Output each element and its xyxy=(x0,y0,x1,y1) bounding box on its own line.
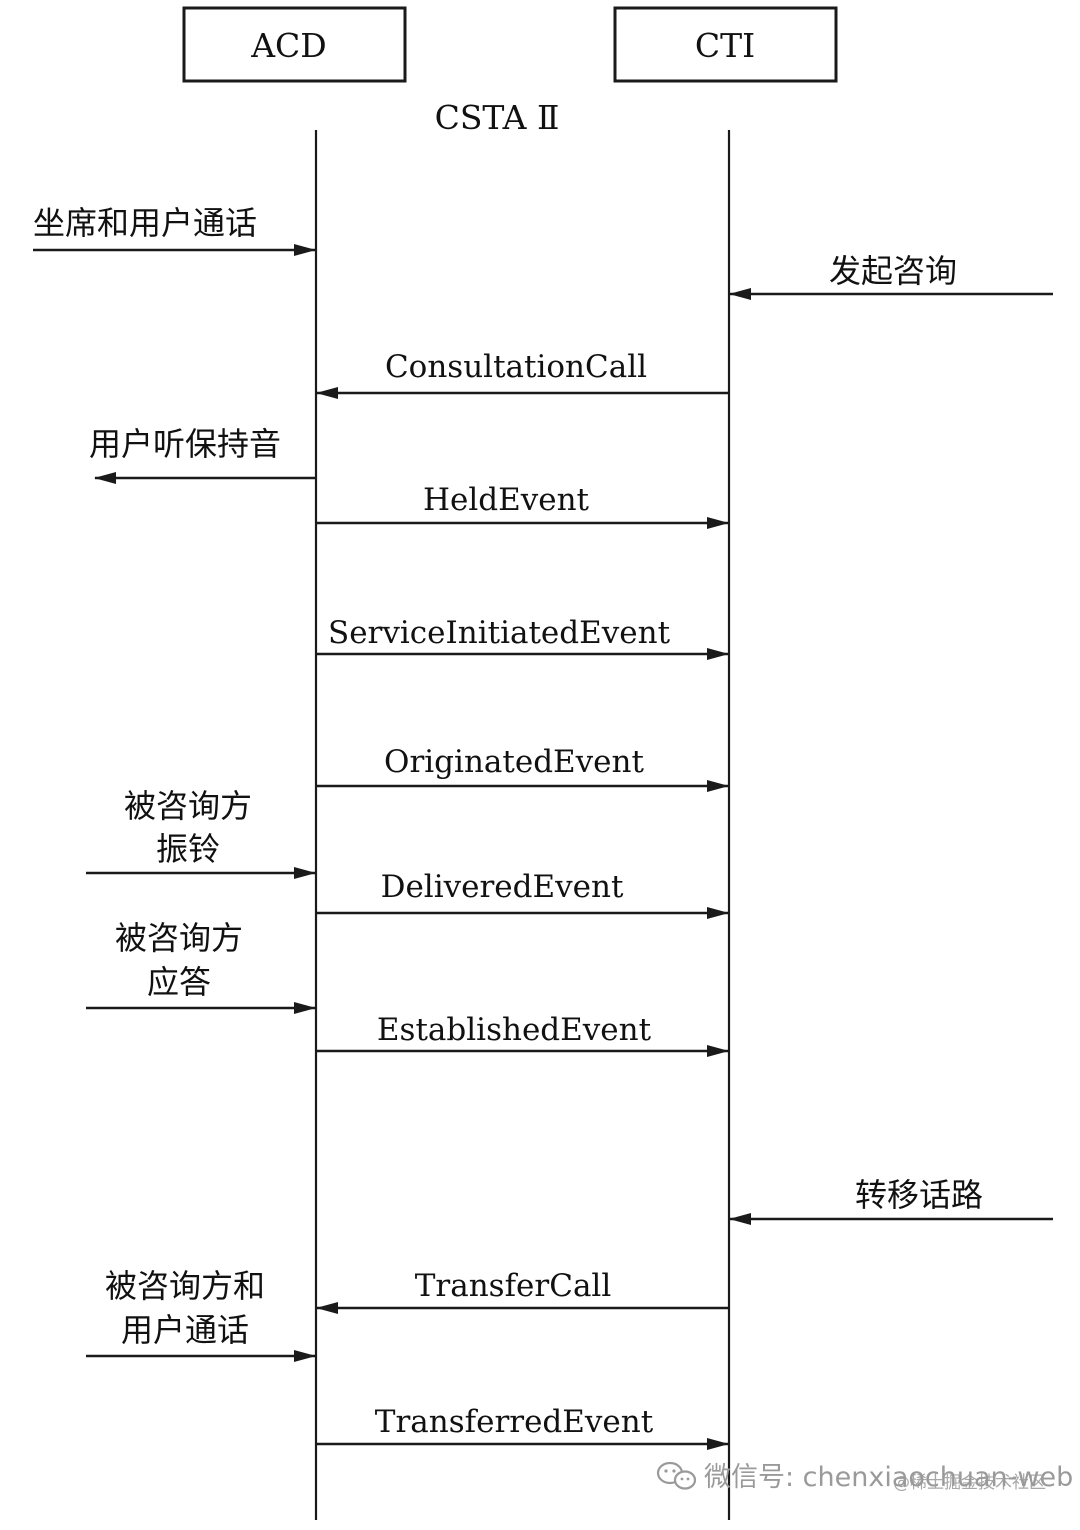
external-user-hold-music: 用户听保持音 xyxy=(89,425,315,484)
watermark-community: @稀土掘金技术社区 xyxy=(893,1473,1046,1493)
message-established-event-label: EstablishedEvent xyxy=(377,1012,652,1048)
watermark-wechat-id: 微信号: chenxiaochuan-web xyxy=(704,1462,1073,1493)
external-agent-user-talk-label: 坐席和用户通话 xyxy=(33,204,257,242)
participant-cti-box xyxy=(613,6,838,83)
external-transfer-call-label: 转移话路 xyxy=(855,1176,983,1214)
external-consulted-user-talk-line1: 被咨询方和 xyxy=(105,1267,265,1305)
message-held-event: HeldEvent xyxy=(317,482,729,529)
external-consulted-user-talk-line2: 用户通话 xyxy=(121,1311,249,1349)
external-agent-user-talk: 坐席和用户通话 xyxy=(33,204,316,256)
message-consultation-call: ConsultationCall xyxy=(316,349,728,399)
message-originated-event-label: OriginatedEvent xyxy=(384,744,644,780)
message-transferred-event-label: TransferredEvent xyxy=(375,1404,654,1440)
participant-acd-label: ACD xyxy=(250,26,327,65)
watermark: 微信号: chenxiaochuan-web @稀土掘金技术社区 xyxy=(656,1461,1073,1493)
participant-cti-label: CTI xyxy=(695,26,755,65)
external-start-consult: 发起咨询 xyxy=(729,252,1053,300)
participant-acd: ACD xyxy=(182,6,407,83)
message-transfer-call-label: TransferCall xyxy=(415,1268,612,1304)
participant-cti: CTI xyxy=(613,6,838,83)
external-consulted-answer-line1: 被咨询方 xyxy=(115,919,243,957)
participant-acd-box xyxy=(182,6,407,83)
message-delivered-event-label: DeliveredEvent xyxy=(381,869,624,905)
external-start-consult-label: 发起咨询 xyxy=(829,252,957,290)
external-user-hold-music-label: 用户听保持音 xyxy=(89,425,281,463)
message-established-event: EstablishedEvent xyxy=(317,1012,729,1057)
message-transferred-event: TransferredEvent xyxy=(317,1404,729,1450)
message-transfer-call: TransferCall xyxy=(316,1268,728,1314)
external-consulted-answer: 被咨询方 应答 xyxy=(86,919,316,1014)
protocol-label: CSTA Ⅱ xyxy=(435,98,560,137)
message-held-event-label: HeldEvent xyxy=(423,482,590,518)
external-consulted-ringing-line1: 被咨询方 xyxy=(124,787,252,825)
wechat-icon xyxy=(656,1461,697,1490)
message-originated-event: OriginatedEvent xyxy=(317,744,729,792)
external-consulted-ringing: 被咨询方 振铃 xyxy=(86,787,316,879)
external-consulted-ringing-line2: 振铃 xyxy=(156,830,220,868)
external-transfer-call: 转移话路 xyxy=(729,1176,1053,1225)
message-service-initiated-event-label: ServiceInitiatedEvent xyxy=(328,615,671,651)
message-consultation-call-label: ConsultationCall xyxy=(385,349,647,385)
message-service-initiated-event: ServiceInitiatedEvent xyxy=(317,615,729,660)
external-consulted-answer-line2: 应答 xyxy=(147,963,211,1001)
external-consulted-user-talk: 被咨询方和 用户通话 xyxy=(86,1267,316,1362)
message-delivered-event: DeliveredEvent xyxy=(317,869,729,919)
